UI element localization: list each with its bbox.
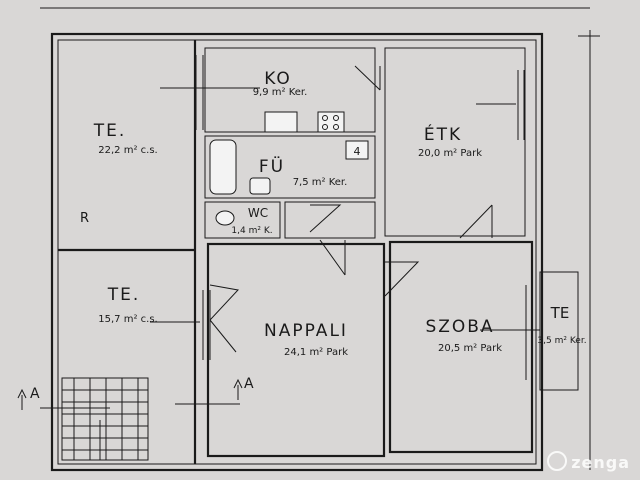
burner — [322, 115, 328, 121]
chimney-box — [345, 140, 369, 160]
r-mark: R — [80, 211, 89, 226]
room-nappali-outline — [206, 242, 386, 458]
room-nappali-area: 24,1 m² Park — [284, 347, 348, 358]
section-arrow-mid — [233, 378, 243, 400]
room-te-lower-name: TE. — [107, 285, 141, 305]
room-nappali-name: NAPPALI — [264, 321, 348, 341]
section-label-mid: A — [244, 376, 254, 392]
zenga-logo-icon — [547, 451, 568, 471]
room-hall-outline — [284, 201, 376, 239]
room-te-upper-name: TE. — [93, 121, 127, 141]
room-balcony-name: TE — [550, 304, 570, 322]
outer-wall — [50, 32, 544, 472]
door-swing — [209, 284, 239, 353]
room-fu-name: FÜ — [259, 155, 285, 177]
chimney-number: 4 — [354, 145, 361, 158]
door-swing — [309, 204, 342, 233]
room-wc-name: WC — [248, 206, 268, 220]
door-swing — [384, 261, 420, 297]
room-fu-outline — [204, 135, 376, 199]
sink-icon — [264, 111, 298, 133]
watermark: zenga — [547, 451, 630, 472]
room-ko-area: 9,9 m² Ker. — [253, 87, 308, 98]
section-label-left: A — [30, 386, 40, 402]
door-swing — [354, 65, 381, 91]
watermark-text: zenga — [571, 453, 630, 472]
room-wc-outline — [204, 201, 281, 239]
room-etk-name: ÉTK — [424, 123, 462, 145]
room-ko-name: KO — [264, 69, 292, 89]
inner-outline — [57, 39, 537, 465]
room-te-upper-area: 22,2 m² c.s. — [98, 145, 157, 156]
room-balcony-outline — [539, 271, 579, 391]
staircase — [61, 377, 149, 461]
section-arrow-left — [17, 388, 27, 410]
bathtub-icon — [209, 139, 237, 195]
room-te-lower-area: 15,7 m² c.s. — [98, 314, 157, 325]
door-swing — [319, 239, 346, 276]
door-swing — [459, 204, 493, 239]
toilet-icon — [215, 210, 235, 226]
room-fu-area: 7,5 m² Ker. — [293, 177, 348, 188]
room-szoba-name: SZOBA — [425, 317, 494, 337]
room-balcony-area: 3,5 m² Ker. — [537, 336, 586, 346]
stove-icon — [317, 111, 345, 133]
room-etk-area: 20,0 m² Park — [418, 148, 482, 159]
room-etk-outline — [384, 47, 526, 237]
burner — [333, 115, 339, 121]
room-szoba-area: 20,5 m² Park — [438, 343, 502, 354]
washbasin-icon — [249, 177, 271, 195]
burner — [333, 124, 339, 130]
room-wc-area: 1,4 m² K. — [231, 226, 272, 236]
burner — [322, 124, 328, 130]
